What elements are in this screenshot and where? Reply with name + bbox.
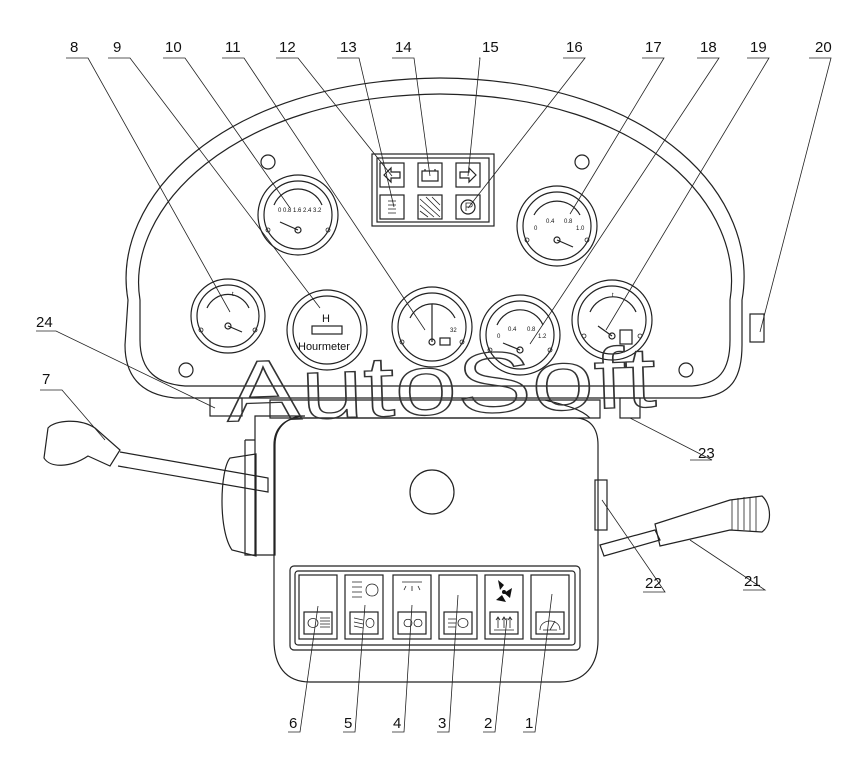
- callout-11: 11: [225, 39, 241, 56]
- pressure-gauge-top-right: 0 0.4 0.8 1.0: [516, 185, 598, 267]
- leader-lines: [36, 57, 832, 733]
- headlight-low-icon: [353, 617, 375, 629]
- callout-6: 6: [289, 715, 297, 732]
- callout-15: 15: [482, 39, 499, 56]
- callout-17: 17: [645, 39, 662, 56]
- temp-symbol-left: t: [232, 292, 234, 298]
- right-stalk-lever: [599, 495, 771, 557]
- steering-column-panel: [244, 399, 608, 683]
- mid-right-scale-1: 0.4: [508, 327, 517, 333]
- hourmeter-label: Hourmeter: [298, 341, 350, 353]
- hourmeter: H Hourmeter: [286, 289, 368, 371]
- callout-19: 19: [750, 39, 767, 56]
- headlight-high-icon: [352, 581, 379, 598]
- side-lights-icon: [403, 618, 423, 628]
- wiper-icon: [539, 620, 561, 631]
- heater-icon: [494, 616, 514, 631]
- mid-right-scale-2: 0.8: [527, 327, 536, 333]
- battery-icon: [421, 170, 439, 182]
- callout-8: 8: [70, 39, 78, 56]
- temp-right-mark: 32: [450, 328, 457, 334]
- switch-3[interactable]: [438, 574, 478, 640]
- callout-20: 20: [815, 39, 832, 56]
- callout-13: 13: [340, 39, 357, 56]
- hourmeter-letter: H: [322, 313, 330, 325]
- fog-lamp-icon: [307, 617, 330, 628]
- top-right-scale-0: 0: [534, 226, 538, 232]
- callout-16: 16: [566, 39, 583, 56]
- hourmeter-counter: [311, 325, 343, 335]
- right-turn-lamp: [455, 162, 481, 188]
- temperature-gauge-left: t: [190, 278, 266, 354]
- left-arrow-icon: [383, 166, 401, 184]
- callout-23: 23: [698, 445, 715, 462]
- high-beam-icon: [388, 200, 396, 214]
- callout-4: 4: [393, 715, 401, 732]
- top-left-scale: 0 0.8 1.6 2.4 3.2: [278, 208, 322, 214]
- parking-brake-lamp: [455, 194, 481, 220]
- high-beam-lamp: [379, 194, 405, 220]
- callout-12: 12: [279, 39, 296, 56]
- callout-21: 21: [744, 573, 761, 590]
- top-right-scale-1: 0.4: [546, 219, 555, 225]
- mounting-hole-top-left: [260, 154, 276, 170]
- callout-7: 7: [42, 371, 50, 388]
- watermark: AutoSoft: [225, 329, 658, 440]
- thermometer-icon: [619, 329, 633, 345]
- callout-1: 1: [525, 715, 533, 732]
- callout-24: 24: [36, 314, 53, 331]
- work-light-icon: [448, 618, 469, 628]
- parking-brake-icon: [460, 199, 476, 215]
- top-right-scale-2: 0.8: [564, 219, 573, 225]
- mounting-hole-bottom-right: [678, 362, 694, 378]
- left-stalk-lever: [43, 420, 269, 557]
- rocker-switch-panel: [289, 565, 581, 651]
- callout-22: 22: [645, 575, 662, 592]
- pressure-gauge-mid-right: 0 0.4 0.8 1.2: [479, 294, 561, 376]
- callout-9: 9: [113, 39, 121, 56]
- mid-right-scale-3: 1.2: [538, 334, 547, 340]
- switch-2[interactable]: [484, 574, 524, 640]
- oil-pressure-gauge-top-left: 0 0.8 1.6 2.4 3.2: [257, 174, 339, 256]
- callout-14: 14: [395, 39, 412, 56]
- gauge-needle: [227, 325, 243, 333]
- ignition-hole: [409, 469, 455, 515]
- cab-light-icon: [402, 581, 422, 591]
- callout-numbers: 8 9 10 11 12 13 14 15 16 17 18 19 20 24 …: [36, 39, 832, 732]
- side-switch-20: [749, 313, 765, 343]
- left-turn-lamp: [379, 162, 405, 188]
- warning-lamp-block: [371, 153, 495, 227]
- callout-5: 5: [344, 715, 352, 732]
- mounting-hole-bottom-left: [178, 362, 194, 378]
- temperature-gauge-right: t: [571, 279, 653, 361]
- callout-10: 10: [165, 39, 182, 56]
- mounting-hole-top-right: [574, 154, 590, 170]
- battery-small-icon: [439, 337, 451, 346]
- blank-lamp: [417, 194, 443, 220]
- stalk-mount-22: [594, 479, 608, 531]
- fan-icon: [496, 580, 512, 602]
- temp-symbol-right: t: [612, 293, 614, 299]
- callout-3: 3: [438, 715, 446, 732]
- voltmeter-gauge: 32: [391, 286, 473, 368]
- mid-right-scale-0: 0: [497, 334, 501, 340]
- callout-18: 18: [700, 39, 717, 56]
- battery-charge-lamp: [417, 162, 443, 188]
- callout-2: 2: [484, 715, 492, 732]
- bracket-24: [209, 397, 243, 417]
- switch-5[interactable]: [344, 574, 384, 640]
- top-right-scale-3: 1.0: [576, 226, 585, 232]
